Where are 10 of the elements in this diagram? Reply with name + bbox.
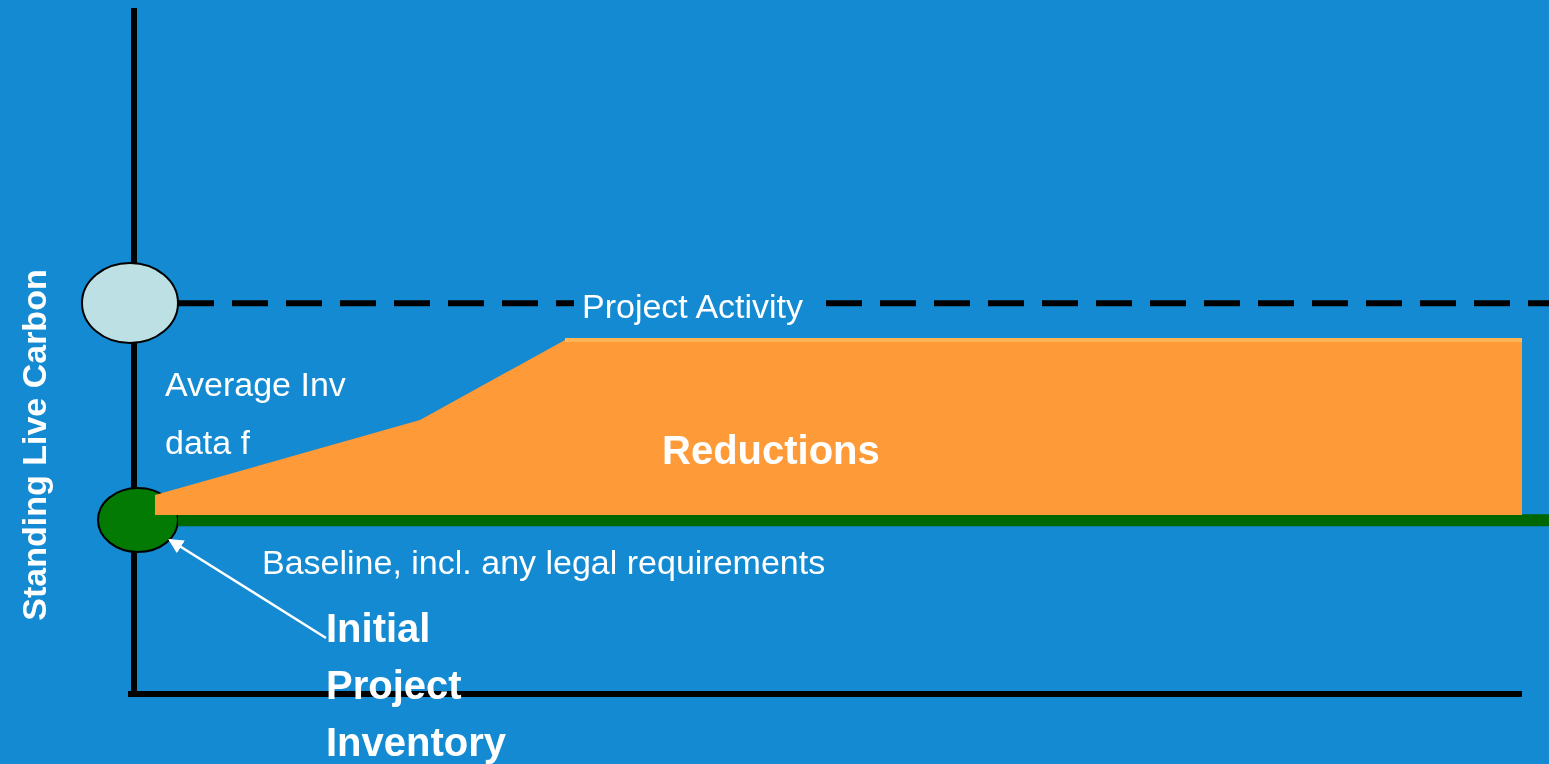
- reductions-area: [155, 338, 1522, 515]
- annotation-text: data f: [165, 422, 251, 463]
- marker-ellipse: [97, 487, 179, 553]
- annotation-text: Average Inv: [165, 364, 346, 405]
- leader-line: [168, 538, 327, 640]
- baseline-line: [178, 514, 1549, 527]
- annotation-text: Baseline, incl. any legal requirements: [262, 542, 826, 583]
- area-label: Reductions: [662, 427, 880, 474]
- marker-ellipse: [81, 262, 179, 344]
- axis-title: Standing Live Carbon: [14, 268, 54, 623]
